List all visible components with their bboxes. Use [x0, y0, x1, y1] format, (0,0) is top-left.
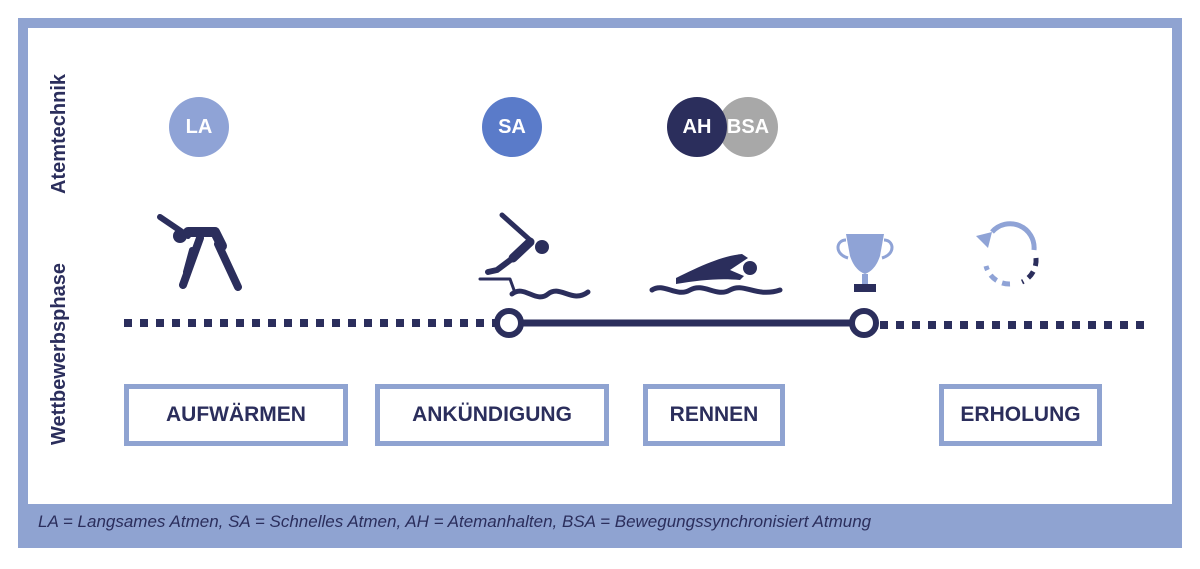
phase-aufwaermen: AUFWÄRMEN	[124, 384, 348, 446]
breathing-circle-ah: AH	[667, 97, 727, 157]
phase-erholung: ERHOLUNG	[939, 384, 1102, 446]
trophy-icon	[836, 234, 894, 292]
breathing-circle-sa: SA	[482, 97, 542, 157]
breathing-circle-la: LA	[169, 97, 229, 157]
swimmer-icon	[649, 254, 783, 295]
diving-swimmer-icon	[478, 212, 591, 300]
phase-ankuendigung: ANKÜNDIGUNG	[375, 384, 609, 446]
stretching-athlete-icon	[157, 214, 242, 291]
recovery-cycle-icon	[976, 221, 1039, 287]
phase-rennen: RENNEN	[643, 384, 785, 446]
timeline-node-start	[494, 308, 524, 338]
legend-text: LA = Langsames Atmen, SA = Schnelles Atm…	[38, 512, 872, 531]
breathing-circle-bsa: BSA	[718, 97, 778, 157]
timeline-node-end	[849, 308, 879, 338]
